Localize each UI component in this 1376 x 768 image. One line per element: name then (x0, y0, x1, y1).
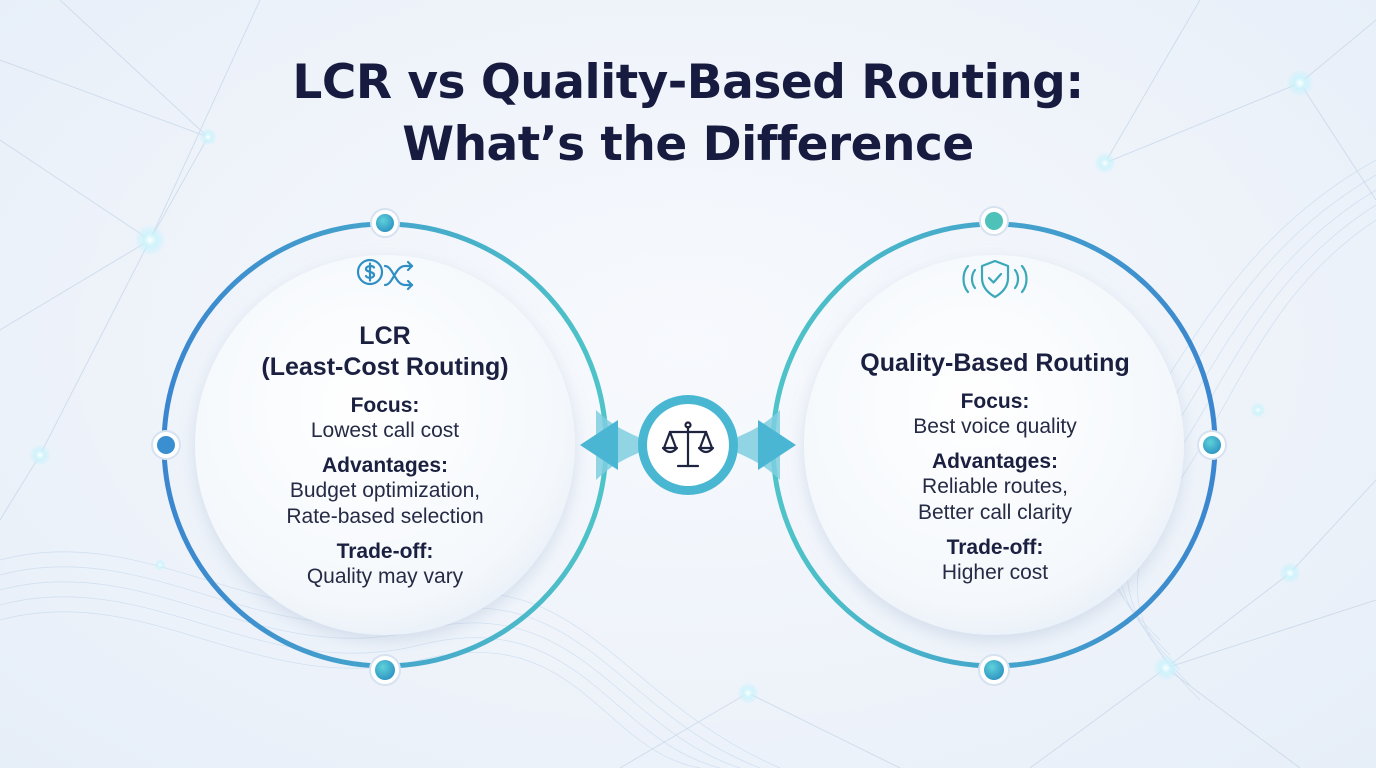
title-line-1: LCR vs Quality-Based Routing: (292, 55, 1084, 110)
lcr-focus-value: Lowest call cost (310, 419, 460, 442)
quality-title: Quality-Based Routing (860, 349, 1130, 377)
center-connector (596, 410, 780, 480)
lcr-advantages-label: Advantages: (321, 454, 449, 477)
left-disc (195, 255, 575, 635)
lcr-tradeoff-label: Trade-off: (336, 540, 434, 563)
lcr-title-line-1: LCR (359, 322, 411, 350)
lcr-focus-label: Focus: (350, 394, 420, 417)
left-arrow (580, 420, 618, 470)
lcr-panel: LCR (Least-Cost Routing) Focus: Lowest c… (195, 255, 575, 635)
right-disc (804, 255, 1184, 635)
page-title: LCR vs Quality-Based Routing: What’s the… (0, 52, 1376, 176)
lcr-title-line-2: (Least-Cost Routing) (261, 353, 509, 381)
quality-focus-label: Focus: (960, 390, 1030, 413)
lcr-advantages-line-2: Rate-based selection (286, 505, 484, 528)
lcr-advantages-line-1: Budget optimization, (289, 479, 481, 502)
lcr-tradeoff-value: Quality may vary (306, 565, 464, 588)
dollar-routing-icon (356, 258, 414, 291)
right-ring-nodes (978, 206, 1227, 686)
quality-tradeoff-label: Trade-off: (946, 536, 1044, 559)
compare-hub-button[interactable] (641, 398, 735, 492)
quality-advantages-line-1: Reliable routes, (922, 475, 1068, 498)
title-line-2: What’s the Difference (402, 117, 974, 172)
quality-advantages-line-2: Better call clarity (917, 501, 1073, 524)
balance-scale-icon (661, 421, 715, 468)
quality-focus-value: Best voice quality (913, 415, 1077, 438)
shield-check-signal-icon (962, 259, 1028, 299)
left-ring-nodes (151, 208, 401, 686)
right-arrow (758, 420, 796, 470)
quality-tradeoff-value: Higher cost (941, 561, 1049, 584)
quality-advantages-value: Reliable routes, Better call clarity (805, 474, 1185, 526)
quality-advantages-label: Advantages: (931, 450, 1059, 473)
lcr-advantages-value: Budget optimization, Rate-based selectio… (195, 478, 575, 530)
quality-panel: Quality-Based Routing Focus: Best voice … (805, 255, 1185, 635)
